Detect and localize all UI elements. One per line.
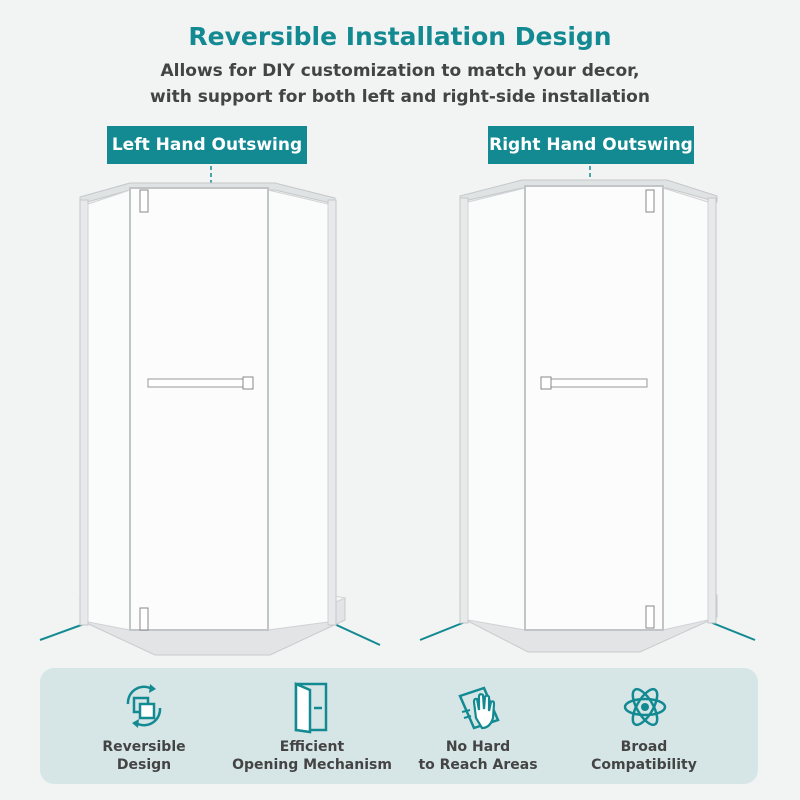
subtitle-line-1: Allows for DIY customization to match yo… [160, 61, 640, 81]
feature-reversible-label: Reversible Design [102, 739, 186, 773]
right-side-panel [467, 187, 526, 631]
feature-reversible: Reversible Design [64, 668, 224, 784]
page-subtitle: Allows for DIY customization to match yo… [0, 58, 800, 110]
left-outer-post [79, 199, 89, 626]
left-towel-bar [147, 378, 251, 388]
left-side-panel-right [267, 189, 329, 631]
right-door-panel [524, 185, 664, 631]
left-bottom-hinge [139, 607, 149, 631]
cleaning-hand-icon [458, 686, 500, 730]
feature-cleaning-label: No Hard to Reach Areas [418, 739, 538, 773]
right-bottom-hinge [645, 605, 655, 629]
right-handle-mount [540, 376, 552, 390]
left-side-panel [87, 189, 131, 631]
feature-opening: Efficient Opening Mechanism [232, 668, 392, 784]
right-top-hinge [645, 189, 655, 213]
left-top-hinge [139, 189, 149, 213]
left-hand-outswing-badge: Left Hand Outswing [107, 126, 307, 164]
left-outer-post-right [327, 199, 337, 626]
feature-cleaning: No Hard to Reach Areas [398, 668, 558, 784]
right-towel-bar [544, 378, 648, 388]
left-shower-enclosure [39, 166, 381, 656]
right-hand-outswing-badge: Right Hand Outswing [488, 126, 694, 164]
reversible-icon [126, 684, 162, 728]
feature-compatibility-label: Broad Compatibility [591, 739, 697, 773]
left-door-panel [129, 187, 269, 631]
features-panel: Reversible Design Efficient Opening Mech… [40, 668, 758, 784]
door-icon [294, 682, 328, 734]
right-outer-post [459, 197, 469, 624]
feature-compatibility: Broad Compatibility [564, 668, 724, 784]
subtitle-line-2: with support for both left and right-sid… [150, 87, 650, 107]
left-handle-mount [242, 376, 254, 390]
right-floor-line-b [709, 621, 756, 641]
right-outer-post-right [707, 197, 717, 624]
left-floor-line-b [329, 621, 381, 646]
page-title: Reversible Installation Design [188, 22, 612, 51]
right-shower-enclosure [419, 166, 756, 653]
atom-icon [623, 687, 667, 727]
right-side-panel-right [662, 187, 709, 631]
feature-opening-label: Efficient Opening Mechanism [232, 739, 392, 773]
